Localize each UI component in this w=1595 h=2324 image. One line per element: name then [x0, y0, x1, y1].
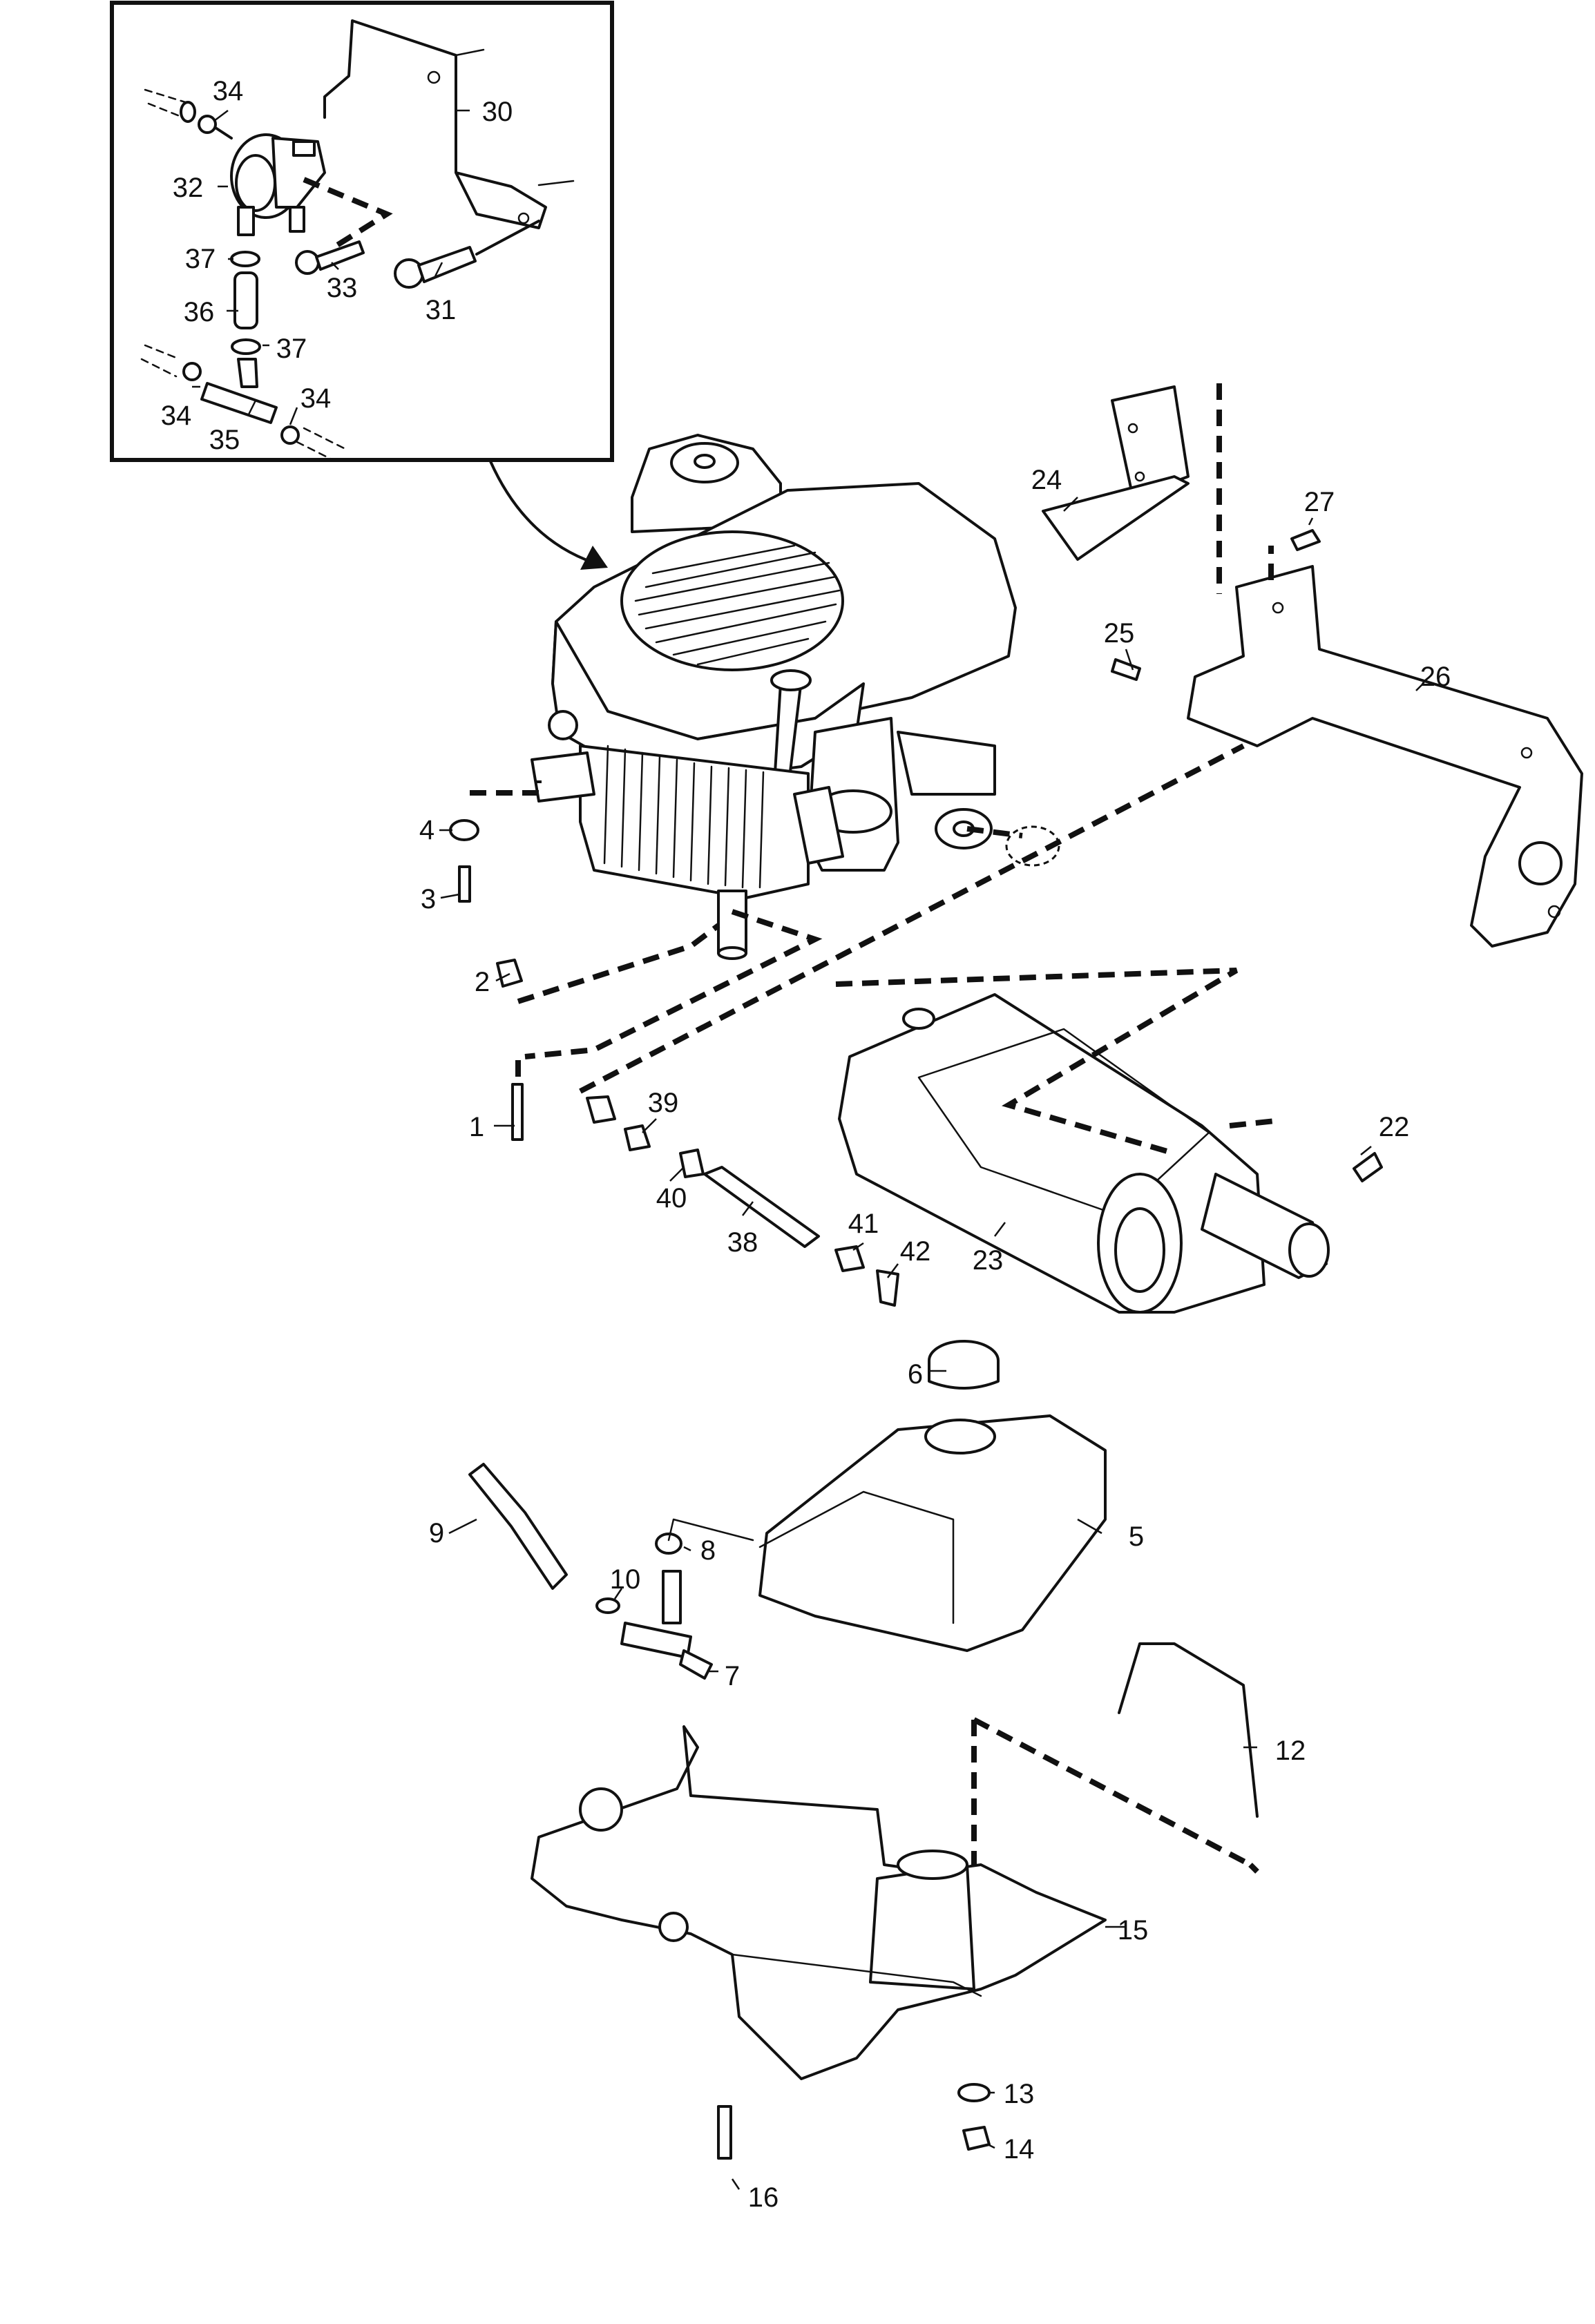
fuel-pump-inset — [110, 1, 614, 462]
washer-13-part — [957, 2083, 991, 2102]
engine-assembly — [531, 434, 1017, 960]
screw-16-part — [717, 2105, 732, 2160]
callout-34-left: 34 — [161, 401, 192, 431]
callout-1: 1 — [469, 1112, 484, 1142]
callout-3: 3 — [421, 884, 436, 914]
callout-5: 5 — [1129, 1521, 1144, 1552]
shutoff-valve-7-part — [620, 1570, 713, 1680]
fuel-hose-9-part — [468, 1463, 568, 1590]
callout-42: 42 — [900, 1236, 931, 1267]
callout-12: 12 — [1275, 1736, 1306, 1766]
screw-33-part — [295, 240, 365, 275]
fuel-tank-5-part — [758, 1414, 1107, 1652]
callout-27: 27 — [1304, 487, 1335, 517]
callout-7: 7 — [725, 1661, 740, 1691]
callout-40: 40 — [656, 1183, 687, 1213]
callout-26: 26 — [1420, 662, 1451, 692]
callout-15: 15 — [1118, 1915, 1149, 1946]
support-bracket-26-part — [1187, 565, 1583, 948]
callout-39: 39 — [648, 1088, 679, 1118]
callout-34-right: 34 — [300, 383, 332, 414]
callout-25: 25 — [1104, 618, 1135, 649]
callout-16: 16 — [748, 2182, 779, 2213]
callout-leaders — [192, 109, 1424, 2190]
callout-14: 14 — [1004, 2134, 1035, 2164]
washer-4-part — [449, 819, 479, 841]
callout-36: 36 — [184, 297, 215, 327]
callout-9: 9 — [429, 1518, 444, 1548]
callout-6: 6 — [908, 1359, 923, 1390]
callout-37-upper: 37 — [185, 244, 216, 274]
rod-12-part — [1118, 1642, 1259, 1818]
crankshaft-part — [717, 890, 747, 954]
callout-13: 13 — [1004, 2079, 1035, 2109]
callout-24: 24 — [1031, 465, 1062, 495]
callout-34-top: 34 — [213, 76, 244, 106]
inset-arrow — [489, 460, 595, 564]
callout-37-lower: 37 — [276, 334, 307, 364]
callout-32: 32 — [173, 173, 204, 203]
bolt-27-part — [1290, 529, 1321, 551]
callout-30: 30 — [482, 97, 513, 127]
heat-shield-24-part — [1042, 385, 1190, 561]
clamp-34-part — [198, 115, 217, 134]
fuel-cap-6-part — [928, 1340, 1000, 1390]
clamp-41-part — [834, 1245, 865, 1272]
screw-31-part — [394, 220, 540, 289]
callout-labels: 1 2 3 4 5 6 7 8 9 10 12 13 14 15 16 22 2… — [161, 76, 1451, 2213]
bolt-25-part — [1111, 658, 1141, 681]
hose-36-part — [233, 271, 258, 329]
hose-38-part — [703, 1166, 820, 1248]
grommet-8-part — [655, 1533, 682, 1555]
fitting-39-part — [586, 1095, 616, 1124]
callout-35: 35 — [209, 425, 240, 455]
bolt-1-part — [511, 1083, 524, 1141]
fuel-pump-part — [230, 133, 326, 236]
callout-4: 4 — [419, 815, 434, 845]
callout-2: 2 — [475, 967, 490, 997]
screw-3-part — [458, 865, 471, 903]
callout-38: 38 — [727, 1227, 758, 1258]
callout-33: 33 — [327, 273, 358, 303]
callout-8: 8 — [700, 1535, 716, 1566]
fan-grille-part — [620, 530, 844, 671]
muffler-23-part — [838, 993, 1330, 1314]
tee-fitting-35-part — [182, 358, 300, 445]
callout-31: 31 — [426, 295, 457, 325]
inset-arrow-head — [580, 546, 608, 570]
fitting-42-part — [876, 1269, 899, 1307]
tank-support-15-part — [531, 1725, 1107, 2080]
bolt-22-part — [1353, 1152, 1383, 1182]
nut-14-part — [962, 2126, 991, 2151]
callout-10: 10 — [610, 1564, 641, 1595]
callout-22: 22 — [1379, 1112, 1410, 1142]
callout-41: 41 — [848, 1209, 879, 1239]
callout-23: 23 — [973, 1245, 1004, 1276]
clamp-10-part — [595, 1597, 620, 1614]
clamp-40-part — [679, 1149, 705, 1178]
clamp-37-part — [230, 251, 260, 267]
pump-bracket-part — [352, 19, 547, 229]
